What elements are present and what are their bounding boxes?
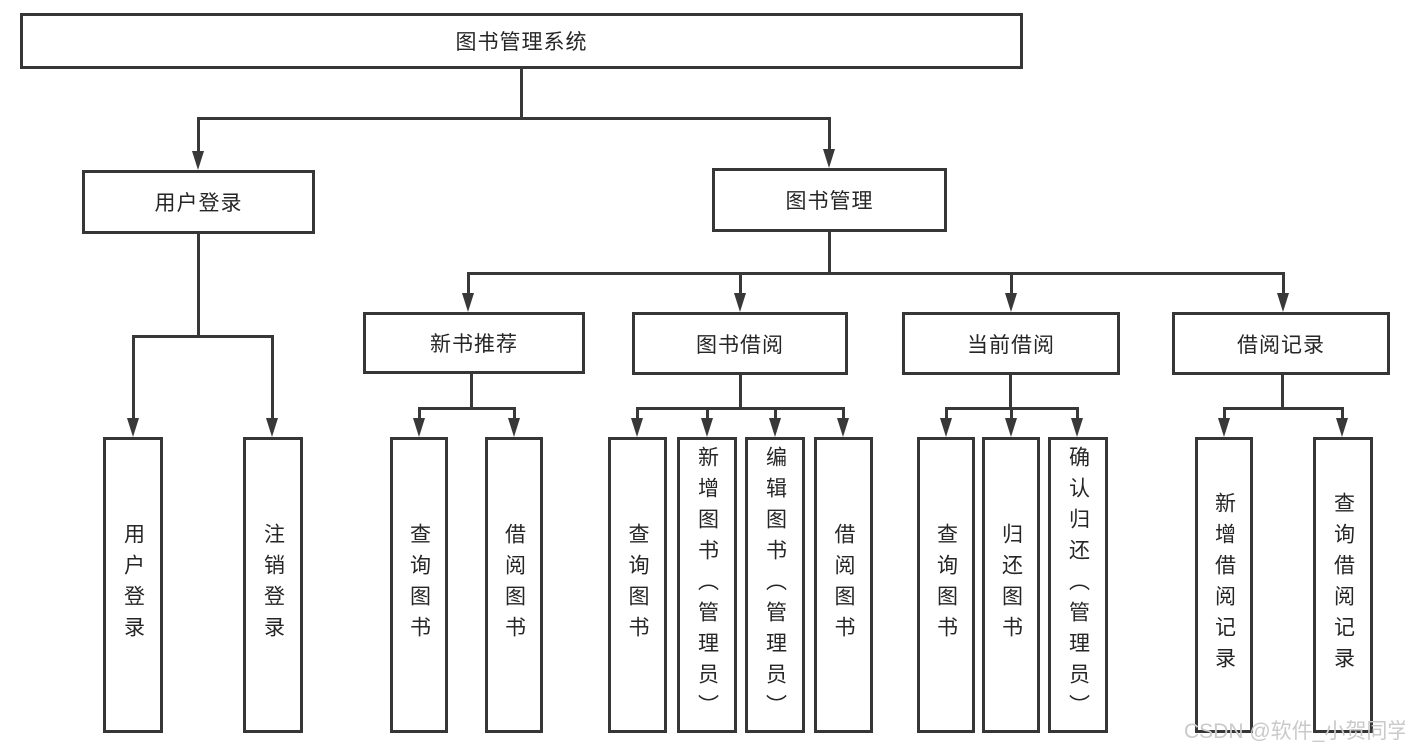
arrowhead-icon [1005, 293, 1017, 312]
arrowhead-icon [1218, 418, 1230, 437]
node-library-system-root: 图书管理系统 [20, 13, 1023, 69]
edge-to-leaf-login [132, 335, 135, 423]
arrowhead-icon [940, 418, 952, 437]
csdn-watermark: CSDN @软件_小贺同学 [1184, 720, 1405, 743]
node-borrow-records: 借阅记录 [1172, 312, 1390, 375]
edge-to-user-login [197, 117, 200, 155]
edge-login-rail [132, 335, 274, 338]
edge-nbr-leaf2 [513, 407, 516, 423]
node-book-borrow: 图书借阅 [632, 312, 848, 375]
edge-nbr-drop [470, 374, 473, 410]
edge-cb-leaf1 [945, 407, 948, 423]
leaf-query-borrow-record: 查询借阅记录 [1313, 437, 1373, 733]
leaf-current-query-books: 查询图书 [917, 437, 975, 733]
edge-br-leaf1 [1223, 407, 1226, 423]
arrowhead-icon [1005, 418, 1017, 437]
edge-br-drop [1281, 375, 1284, 410]
arrowhead-icon [413, 418, 425, 437]
edge-level3-rail [467, 272, 1285, 275]
edge-bb-drop [739, 375, 742, 410]
node-current-borrow: 当前借阅 [902, 312, 1120, 375]
edge-to-book-borrow [739, 272, 742, 297]
edge-cb-leaf2 [1010, 407, 1013, 423]
edge-to-book-mgmt [828, 117, 831, 153]
leaf-return-books: 归还图书 [982, 437, 1040, 733]
edge-to-leaf-logout [271, 335, 274, 423]
arrowhead-icon [1277, 293, 1289, 312]
arrowhead-icon [769, 418, 781, 437]
edge-bb-leaf3 [774, 407, 777, 423]
edge-bb-rail [636, 407, 845, 410]
edge-nbr-rail [418, 407, 516, 410]
arrowhead-icon [462, 293, 474, 312]
leaf-recommend-query-books: 查询图书 [390, 437, 448, 733]
edge-to-current-borrow [1010, 272, 1013, 297]
arrowhead-icon [192, 151, 204, 170]
leaf-borrow-books: 借阅图书 [814, 437, 873, 733]
leaf-confirm-return-admin: 确认归还（管理员） [1048, 437, 1108, 733]
edge-br-rail [1223, 407, 1344, 410]
leaf-edit-books-admin: 编辑图书（管理员） [745, 437, 805, 733]
leaf-borrow-query-books: 查询图书 [608, 437, 667, 733]
arrowhead-icon [837, 418, 849, 437]
leaf-recommend-borrow-books: 借阅图书 [485, 437, 543, 733]
node-book-management-branch: 图书管理 [712, 168, 947, 232]
arrowhead-icon [734, 293, 746, 312]
edge-login-drop [197, 234, 200, 338]
leaf-logout: 注销登录 [243, 437, 303, 733]
edge-nbr-leaf1 [418, 407, 421, 423]
arrowhead-icon [823, 149, 835, 168]
edge-mgmt-drop [828, 232, 831, 275]
arrowhead-icon [701, 418, 713, 437]
node-user-login-branch: 用户登录 [82, 170, 315, 234]
leaf-add-borrow-record: 新增借阅记录 [1195, 437, 1253, 733]
edge-cb-leaf3 [1076, 407, 1079, 423]
edge-cb-drop [1009, 375, 1012, 410]
edge-to-new-book [467, 272, 470, 297]
edge-to-borrow-records [1282, 272, 1285, 297]
edge-root-drop [520, 69, 523, 119]
edge-level2-rail [197, 117, 831, 120]
edge-bb-leaf4 [842, 407, 845, 423]
leaf-user-login: 用户登录 [103, 437, 163, 733]
arrowhead-icon [508, 418, 520, 437]
node-new-book-recommend: 新书推荐 [363, 312, 585, 374]
edge-bb-leaf1 [636, 407, 639, 423]
edge-bb-leaf2 [706, 407, 709, 423]
arrowhead-icon [1336, 418, 1348, 437]
leaf-add-books-admin: 新增图书（管理员） [677, 437, 737, 733]
arrowhead-icon [1071, 418, 1083, 437]
arrowhead-icon [127, 418, 139, 437]
arrowhead-icon [631, 418, 643, 437]
arrowhead-icon [266, 418, 278, 437]
edge-br-leaf2 [1341, 407, 1344, 423]
